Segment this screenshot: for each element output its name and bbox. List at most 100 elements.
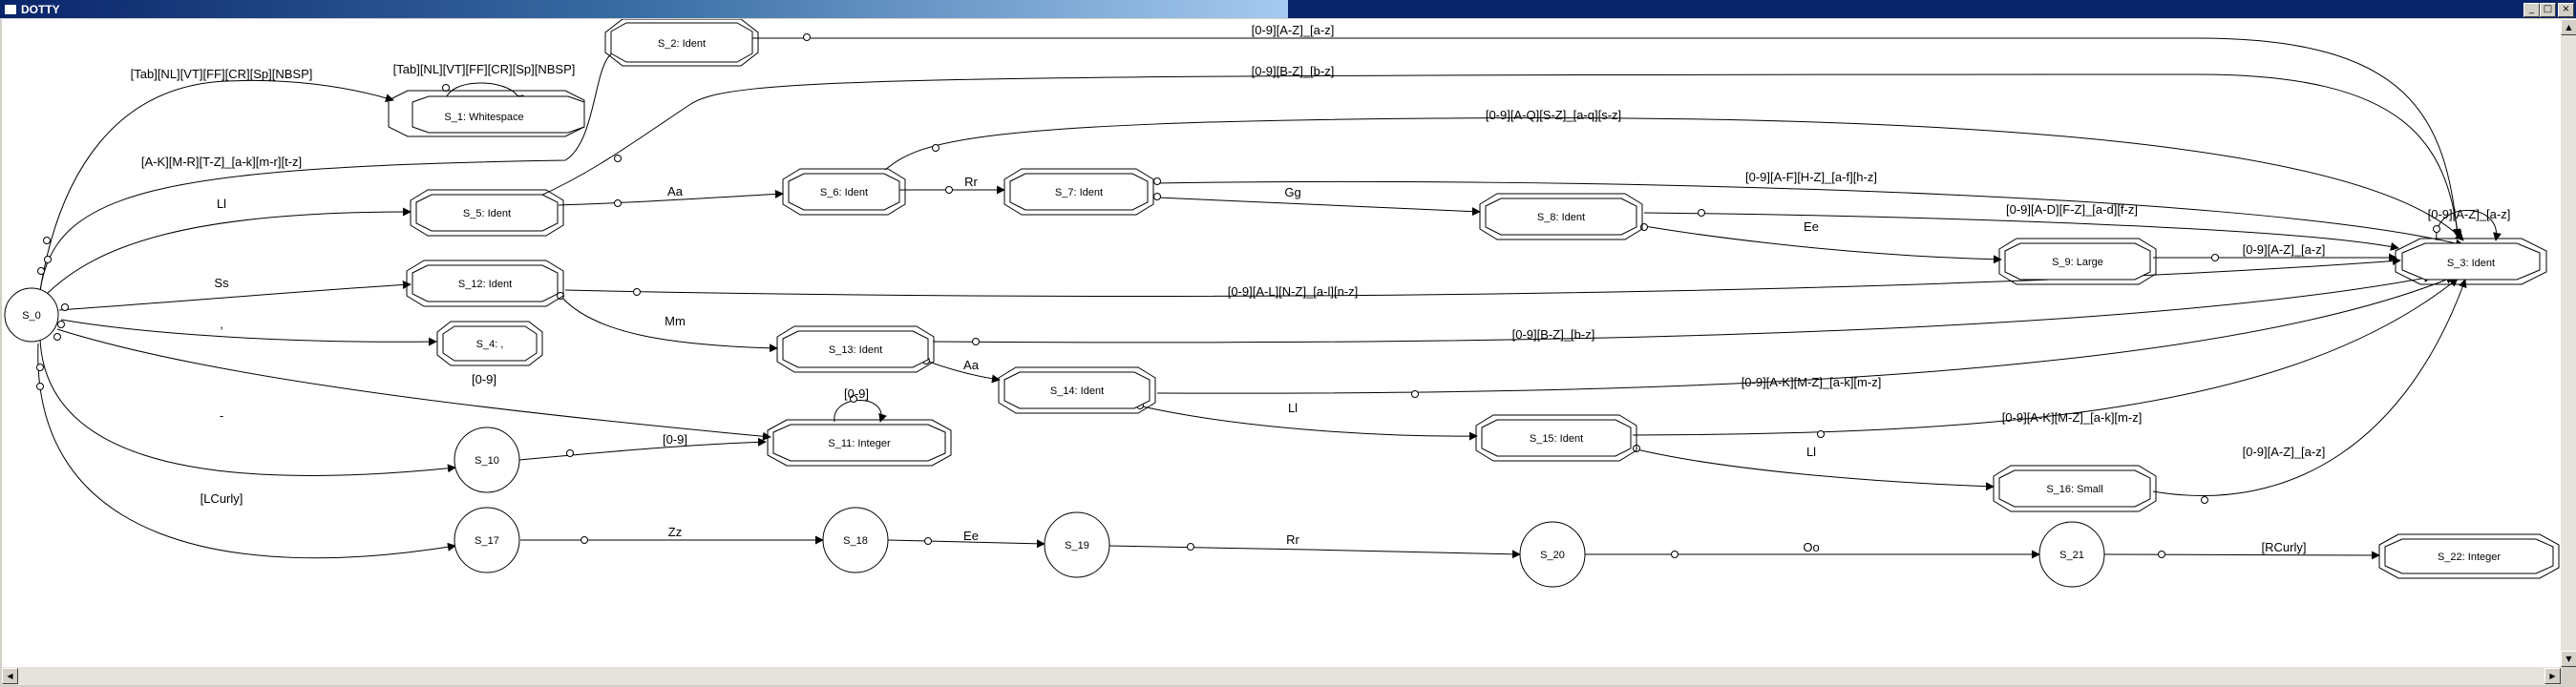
node-s7[interactable]: S_7: Ident <box>1003 168 1154 216</box>
svg-text:S_21: S_21 <box>2059 550 2084 561</box>
svg-text:S_1: Whitespace: S_1: Whitespace <box>444 112 523 123</box>
edge-s0-s5 <box>44 207 412 297</box>
label-s18-s19: Ee <box>963 529 979 543</box>
svg-text:S_15: Ident: S_15: Ident <box>1530 433 1583 445</box>
node-s2[interactable]: S_2: Ident <box>604 19 759 67</box>
edge-s6-s3 <box>884 117 2464 241</box>
edge-s1-s1 <box>445 82 524 104</box>
minimize-button[interactable]: _ <box>2523 3 2540 17</box>
edge-s18-s19 <box>887 539 1045 549</box>
node-s8[interactable]: S_8: Ident <box>1479 193 1643 240</box>
node-s9[interactable]: S_9: Large <box>1998 238 2157 285</box>
node-s19[interactable]: S_19 <box>1044 511 1110 578</box>
svg-text:S_6: Ident: S_6: Ident <box>820 187 868 198</box>
edge-s15-s3 <box>1632 278 2459 436</box>
svg-text:S_9: Large: S_9: Large <box>2052 257 2103 268</box>
edge-s7-s3 <box>1156 180 2464 248</box>
scroll-down-icon[interactable]: ▼ <box>2561 651 2576 667</box>
node-s12[interactable]: S_12: Ident <box>406 260 564 307</box>
label-s13-s14: Aa <box>963 358 980 372</box>
edge-s5-s3 <box>536 73 2462 239</box>
edge-s0-s10 <box>39 338 456 476</box>
node-s4[interactable]: S_4: , <box>436 321 543 366</box>
label-s11-s11: [0-9] <box>844 386 869 401</box>
label-s0-s1: [Tab][NL][VT][FF][CR][Sp][NBSP] <box>131 67 313 81</box>
node-s5[interactable]: S_5: Ident <box>410 189 564 237</box>
edge-s7-s8 <box>1156 197 1481 217</box>
label-s0-s17: [LCurly] <box>201 491 243 506</box>
node-s21[interactable]: S_21 <box>2038 521 2105 588</box>
label-s0-s12: Ss <box>214 276 229 290</box>
svg-text:S_8: Ident: S_8: Ident <box>1537 212 1585 223</box>
app-icon <box>4 4 17 15</box>
close-button[interactable]: × <box>2558 3 2574 17</box>
node-s10[interactable]: S_10 <box>454 427 520 493</box>
svg-text:S_3: Ident: S_3: Ident <box>2447 258 2495 269</box>
label-s5-s6: Aa <box>667 184 684 198</box>
scroll-left-icon[interactable]: ◀ <box>2 668 18 684</box>
node-s22[interactable]: S_22: Integer <box>2378 533 2560 579</box>
label-s8-s3: [0-9][A-D][F-Z]_[a-d][f-z] <box>2006 202 2138 217</box>
svg-text:S_22: Integer: S_22: Integer <box>2438 552 2501 563</box>
node-s15[interactable]: S_15: Ident <box>1475 414 1637 462</box>
label-s6-s3: [0-9][A-Q][S-Z]_[a-q][s-z] <box>1486 108 1621 122</box>
label-s12-s3: [0-9][A-L][N-Z]_[a-l][n-z] <box>1228 284 1359 299</box>
svg-text:S_11: Integer: S_11: Integer <box>828 438 891 449</box>
scroll-right-icon[interactable]: ▶ <box>2544 668 2561 684</box>
label-s16-s3: [0-9][A-Z]_[a-z] <box>2243 445 2326 459</box>
node-s17[interactable]: S_17 <box>454 507 520 573</box>
label-s21-s22: [RCurly] <box>2262 540 2307 554</box>
edge-s8-s3 <box>1643 212 2399 251</box>
node-s20[interactable]: S_20 <box>1519 521 1586 588</box>
svg-text:S_17: S_17 <box>475 535 499 547</box>
node-s16[interactable]: S_16: Small <box>1993 465 2157 512</box>
graph-canvas[interactable]: [Tab][NL][VT][FF][CR][Sp][NBSP] [Tab][NL… <box>2 19 2561 667</box>
title-bar: DOTTY _ □ × <box>0 0 2576 18</box>
edge-s0-s2 <box>39 41 633 292</box>
node-s0[interactable]: S_0 <box>4 287 59 343</box>
edge-s13-s3 <box>932 274 2433 344</box>
label-s0-s11: [0-9] <box>472 372 496 386</box>
svg-text:S_12: Ident: S_12: Ident <box>458 279 512 290</box>
vertical-scrollbar[interactable]: ▲ ▼ <box>2561 19 2576 667</box>
label-s7-s8: Gg <box>1284 185 1300 199</box>
label-s3-s3: [0-9][A-Z]_[a-z] <box>2428 207 2511 221</box>
edge-s16-s3 <box>2152 279 2467 496</box>
window-title: DOTTY <box>21 3 60 16</box>
label-s0-s4: , <box>220 317 223 331</box>
svg-text:S_18: S_18 <box>843 535 868 547</box>
label-s17-s18: Zz <box>668 525 682 539</box>
node-s14[interactable]: S_14: Ident <box>998 366 1156 414</box>
edge-s0-s1 <box>39 79 394 292</box>
svg-text:S_4: ,: S_4: , <box>476 339 504 350</box>
node-s3[interactable]: S_3: Ident <box>2395 238 2547 285</box>
svg-text:S_14: Ident: S_14: Ident <box>1050 385 1104 397</box>
node-s6[interactable]: S_6: Ident <box>782 168 906 216</box>
svg-text:S_13: Ident: S_13: Ident <box>829 344 882 356</box>
edge-s5-s6 <box>558 189 784 206</box>
edge-s11-s11 <box>834 400 887 423</box>
scrollbar-corner <box>2561 667 2576 685</box>
edge-s15-s16 <box>1632 448 1995 491</box>
svg-text:S_7: Ident: S_7: Ident <box>1055 187 1103 198</box>
edge-s8-s9 <box>1643 225 2002 264</box>
node-s1[interactable]: S_1: Whitespace <box>388 90 585 137</box>
scroll-up-icon[interactable]: ▲ <box>2561 19 2576 35</box>
horizontal-scrollbar[interactable]: ◀ ▶ <box>2 667 2561 685</box>
maximize-button[interactable]: □ <box>2540 3 2556 17</box>
label-s0-s2: [A-K][M-R][T-Z]_[a-k][m-r][t-z] <box>141 155 302 169</box>
svg-text:S_10: S_10 <box>475 455 499 467</box>
node-s18[interactable]: S_18 <box>822 507 889 573</box>
label-s9-s3: [0-9][A-Z]_[a-z] <box>2243 242 2326 257</box>
label-s7-s3: [0-9][A-F][H-Z]_[a-f][h-z] <box>1745 170 1877 184</box>
label-s15-s3: [0-9][A-K][M-Z]_[a-k][m-z] <box>2002 410 2143 425</box>
svg-text:S_5: Ident: S_5: Ident <box>463 208 511 219</box>
edge-s14-s15 <box>1137 405 1478 441</box>
edge-s0-s11 <box>56 328 771 441</box>
label-s15-s16: Ll <box>1806 445 1816 459</box>
edge-s10-s11 <box>518 437 767 461</box>
node-s11[interactable]: S_11: Integer <box>767 419 952 467</box>
label-s14-s15: Ll <box>1288 401 1298 415</box>
svg-text:S_0: S_0 <box>22 310 41 322</box>
node-s13[interactable]: S_13: Ident <box>776 325 935 373</box>
